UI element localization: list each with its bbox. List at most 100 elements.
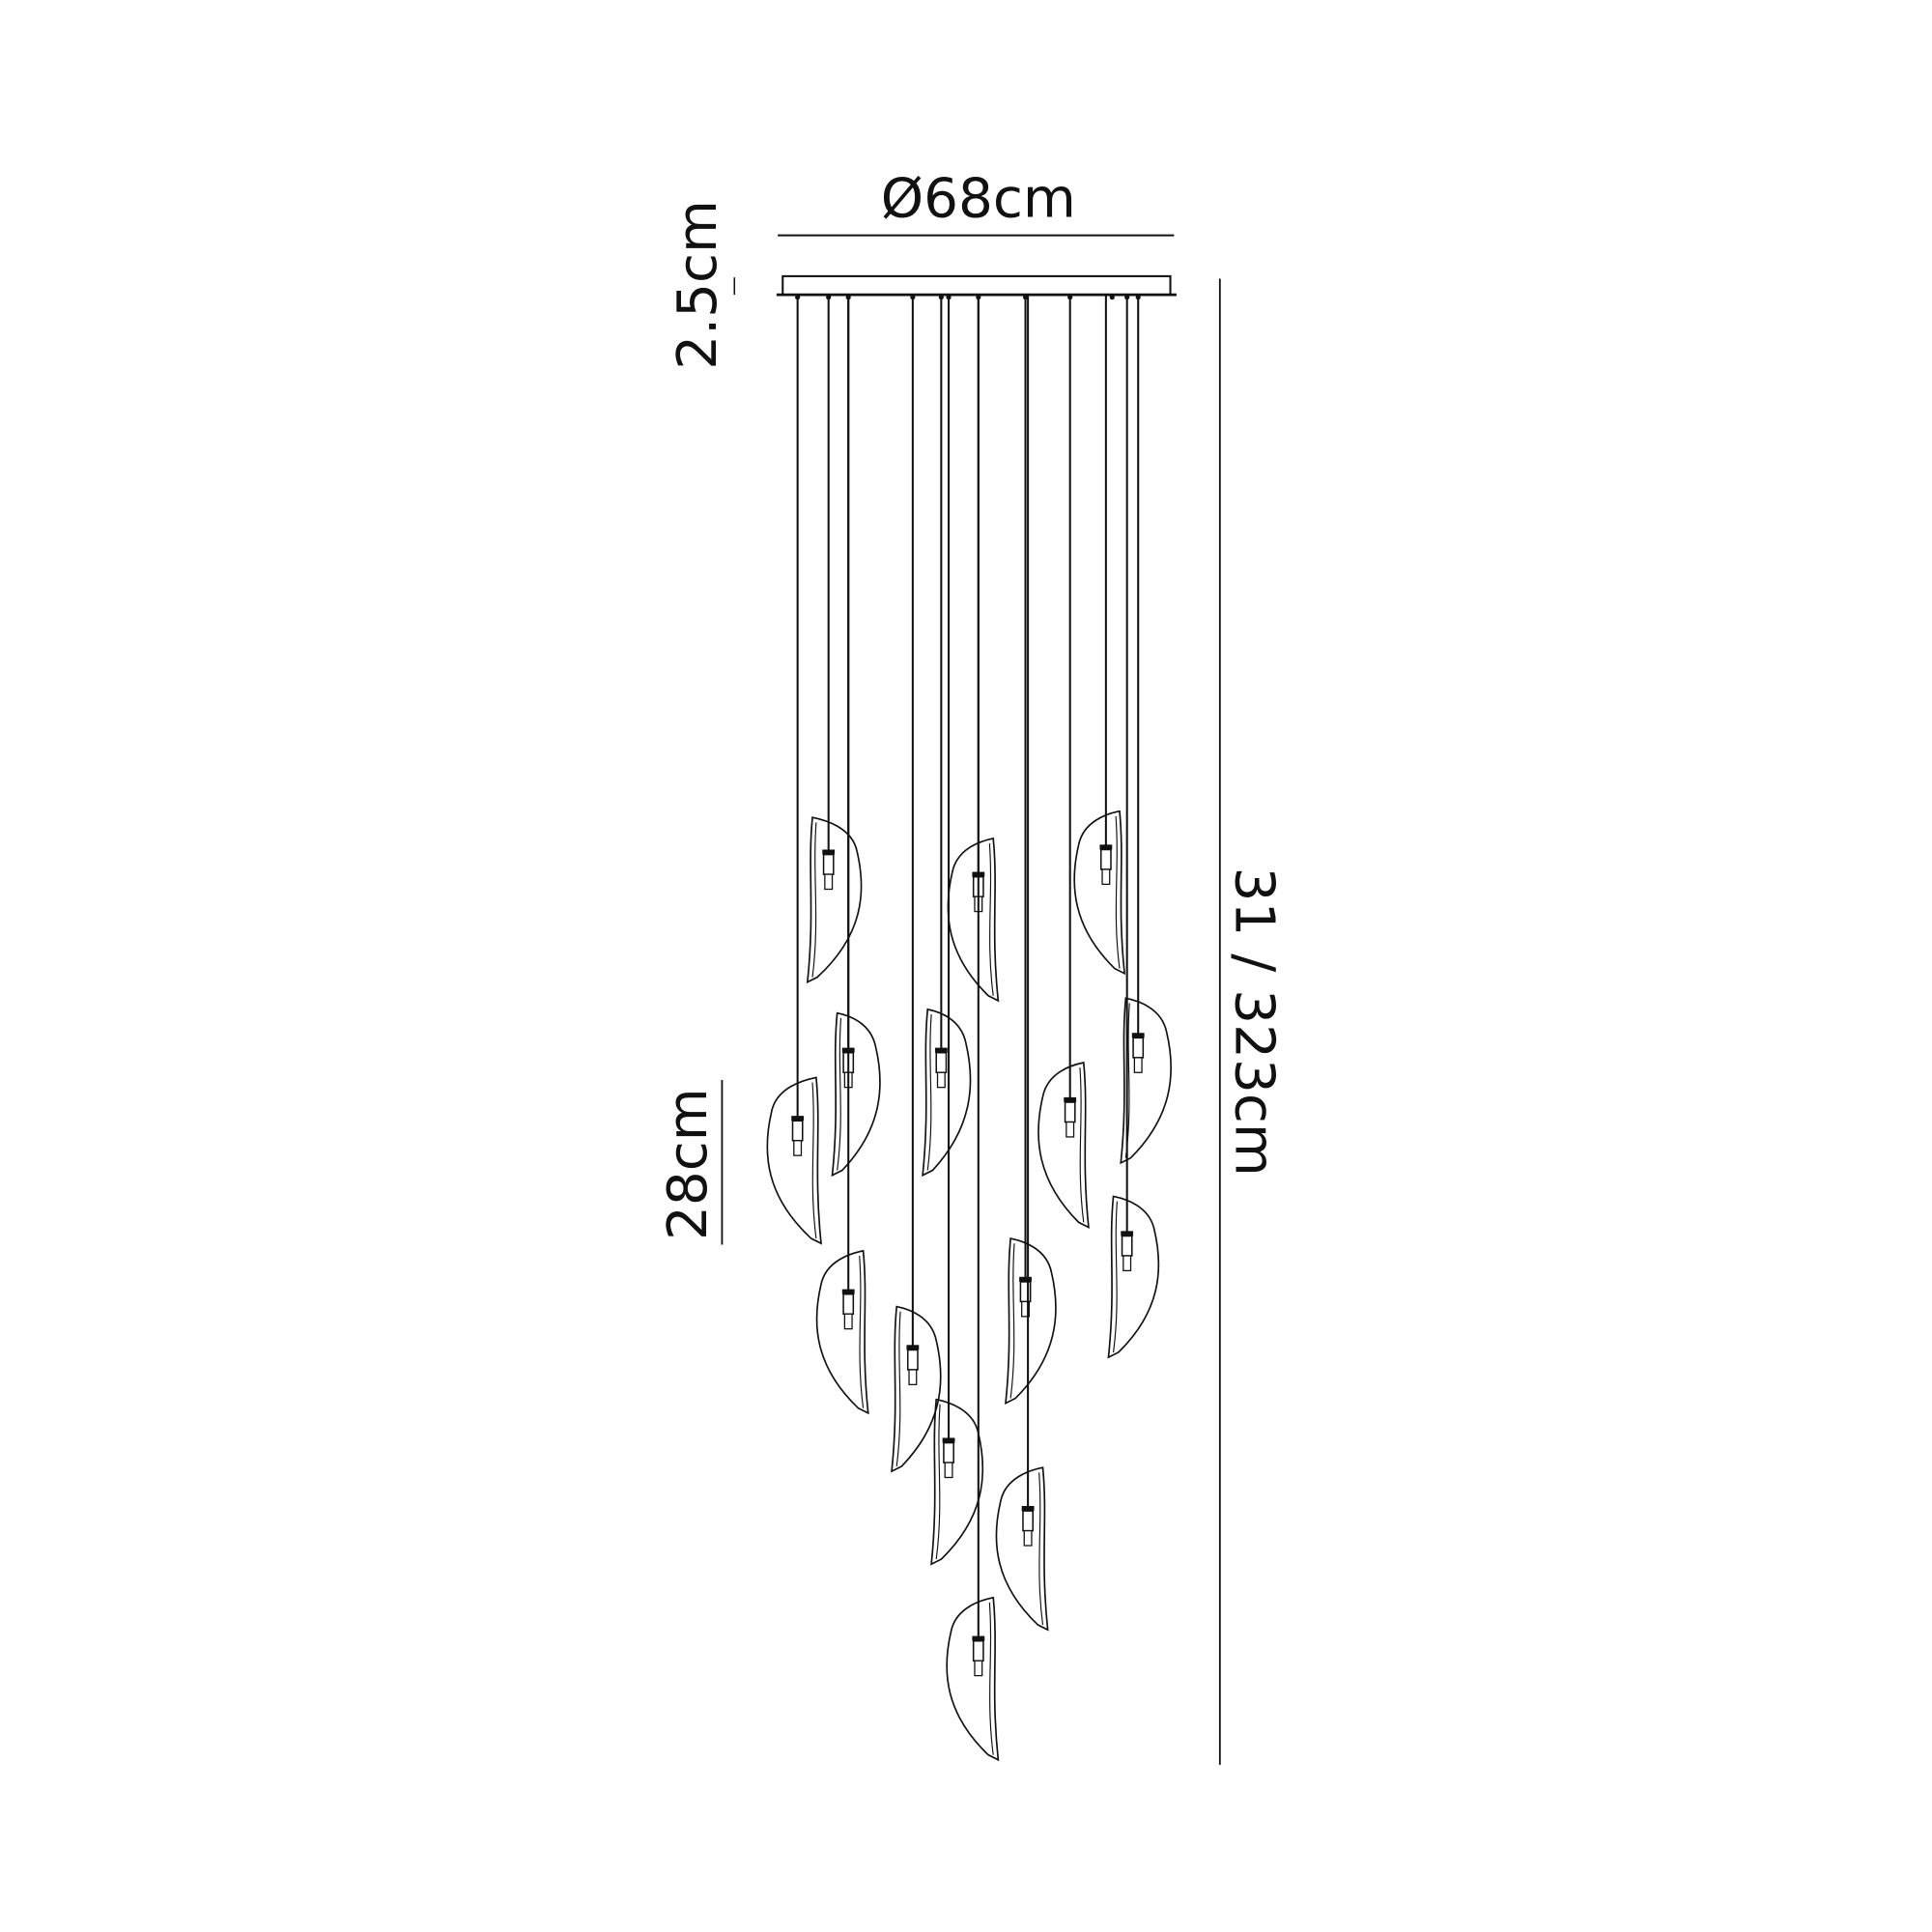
glass-shade xyxy=(891,1305,942,1473)
cord-grip xyxy=(1109,295,1115,300)
glass-shade xyxy=(1120,997,1172,1165)
shade-fold xyxy=(988,1602,994,1755)
pendant-15 xyxy=(946,295,1000,1762)
lamp-holder xyxy=(972,1639,984,1662)
cord-grip xyxy=(1124,295,1130,300)
lamp-holder-cap xyxy=(1121,1231,1134,1236)
bulb-icon xyxy=(1023,1529,1033,1547)
lamp-holder-cap xyxy=(906,1345,920,1350)
pendant-13 xyxy=(930,295,984,1566)
lamp-holder-cap xyxy=(791,1116,805,1122)
glass-shade xyxy=(947,837,1000,1003)
shade-fold xyxy=(1038,1472,1044,1626)
cord-grip xyxy=(938,295,944,300)
glass-shade xyxy=(930,1398,984,1566)
shade-fold xyxy=(1079,1067,1085,1223)
pendant-11 xyxy=(1005,295,1057,1405)
shade-fold xyxy=(926,1013,932,1171)
bulb-icon xyxy=(944,1462,953,1479)
lamp-holder xyxy=(842,1293,855,1316)
bulb-icon xyxy=(974,1660,983,1677)
lamp-holder-cap xyxy=(1131,1033,1145,1038)
pendant-3 xyxy=(1073,295,1126,976)
cord-grip xyxy=(1067,295,1073,300)
glass-shade xyxy=(946,1596,1000,1762)
lamp-holder xyxy=(1099,848,1112,870)
cord-grip xyxy=(826,295,832,300)
glass-shade xyxy=(1037,1062,1090,1229)
glass-shade xyxy=(831,1011,881,1178)
pendant-8 xyxy=(1037,295,1090,1229)
lamp-holder xyxy=(906,1349,919,1371)
lamp-holder xyxy=(822,853,835,875)
pendant-7 xyxy=(766,295,822,1245)
bulb-icon xyxy=(1122,1255,1132,1272)
bulb-icon xyxy=(1101,868,1111,886)
shade-fold xyxy=(811,1082,817,1239)
pendant-10 xyxy=(815,295,869,1415)
lamp-holder-cap xyxy=(841,1289,855,1294)
lamp-holder-cap xyxy=(1099,844,1113,850)
glass-shade xyxy=(995,1466,1049,1632)
glass-shade xyxy=(1107,1195,1160,1359)
bulb-icon xyxy=(1065,1121,1075,1138)
bulb-icon xyxy=(908,1369,918,1385)
pendant-5 xyxy=(922,295,972,1178)
pendant-9 xyxy=(1107,295,1160,1359)
cord-grip xyxy=(845,295,851,300)
pendant-6 xyxy=(1120,295,1172,1165)
lamp-holder xyxy=(1132,1037,1145,1059)
ceiling-canopy xyxy=(781,274,1172,297)
cord-grip xyxy=(910,295,916,300)
canopy-height-label: 2.5cm xyxy=(667,200,729,370)
bulb-icon xyxy=(1133,1057,1143,1073)
bulb-icon xyxy=(1021,1300,1031,1318)
lamp-holder xyxy=(1121,1235,1133,1257)
pendant-14 xyxy=(995,295,1049,1632)
shade-fold xyxy=(935,1404,941,1560)
shade-fold xyxy=(859,1255,865,1408)
lamp-holder-cap xyxy=(1064,1096,1077,1103)
lamp-holder xyxy=(1022,1510,1034,1532)
shade-fold xyxy=(1112,1201,1118,1353)
shade-fold xyxy=(1009,1243,1015,1399)
bulb-icon xyxy=(936,1071,946,1089)
pendant-4 xyxy=(831,295,881,1178)
shade-fold xyxy=(895,1311,901,1467)
lamp-holder xyxy=(943,1441,954,1463)
bulb-icon xyxy=(843,1313,853,1330)
cord-grip xyxy=(795,295,801,300)
cord-grip xyxy=(946,295,952,300)
lamp-holder-cap xyxy=(942,1437,955,1443)
lamp-holder xyxy=(791,1120,804,1142)
diameter-label: Ø68cm xyxy=(881,167,1076,230)
shade-height-label: 28cm xyxy=(657,1088,720,1240)
shade-fold xyxy=(837,1017,842,1171)
pendant-2 xyxy=(947,295,1000,1003)
lamp-holder xyxy=(935,1051,948,1074)
glass-shade xyxy=(766,1076,822,1245)
glass-shade xyxy=(806,816,863,984)
lamp-holder-cap xyxy=(934,1047,948,1053)
glass-shade xyxy=(815,1249,869,1415)
lamp-holder-cap xyxy=(972,1635,985,1641)
cord-grip xyxy=(976,295,981,300)
cord-grip xyxy=(1135,295,1141,300)
glass-shade xyxy=(1073,810,1126,976)
lamp-holder-cap xyxy=(1021,1505,1035,1512)
bulb-icon xyxy=(793,1140,803,1156)
lamp-holder-cap xyxy=(1019,1276,1032,1282)
pendants-group xyxy=(766,295,1172,1762)
pendant-12 xyxy=(891,295,942,1473)
bulb-icon xyxy=(824,873,834,891)
shade-fold xyxy=(988,843,994,996)
shade-fold xyxy=(1115,815,1121,969)
glass-shade xyxy=(922,1008,972,1178)
shade-fold xyxy=(811,822,817,978)
pendant-1 xyxy=(806,295,863,984)
lamp-holder xyxy=(1064,1101,1076,1123)
glass-shade xyxy=(1005,1237,1057,1405)
lamp-holder-cap xyxy=(822,849,836,855)
